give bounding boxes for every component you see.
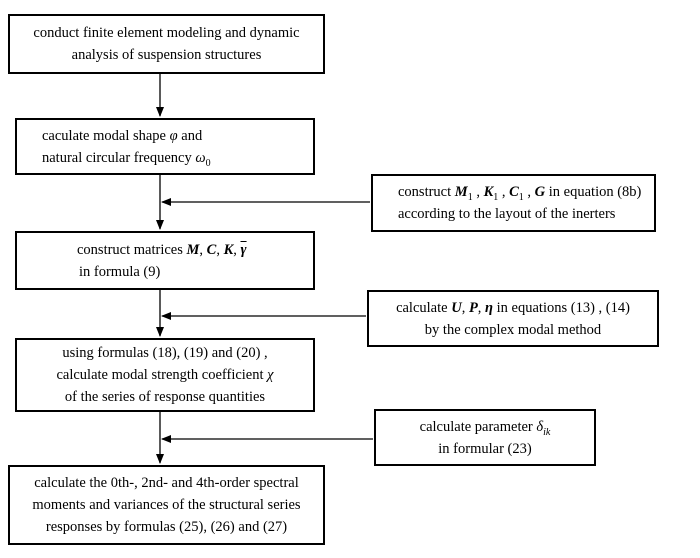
side2-pre: calculate — [396, 299, 452, 316]
U-symbol: U — [451, 299, 462, 316]
C1-subscript: 1 — [518, 191, 524, 203]
step2-line2: natural circular frequency ω0 — [42, 147, 313, 169]
side1-sep1: , — [472, 184, 484, 200]
side1-sep2: , — [498, 184, 510, 200]
C1-symbol: C — [509, 184, 519, 200]
eta-symbol: η — [485, 299, 494, 316]
side2-line2: by the complex modal method — [424, 321, 602, 338]
step3-pre: construct matrices — [77, 241, 187, 258]
side3-line1: calculate parameter δik — [376, 416, 594, 438]
side1-sep3: , — [523, 184, 535, 200]
step3-box: construct matrices M, C, K, γ in formula… — [15, 231, 315, 290]
P-symbol: P — [468, 299, 478, 316]
K1-symbol: K — [483, 184, 494, 200]
side2-sep1: , — [461, 299, 469, 316]
step3-line2: in formula (9) — [79, 263, 161, 280]
side2-box: calculate U, P, η in equations (13) , (1… — [367, 290, 659, 347]
step3-sep2: , — [216, 241, 224, 258]
side3-pre: calculate parameter — [419, 418, 537, 435]
K1-subscript: 1 — [493, 191, 499, 203]
G-symbol: G — [534, 184, 546, 200]
step2-and: and — [177, 127, 203, 144]
M1-subscript: 1 — [467, 191, 473, 203]
step1-line1: conduct finite element modeling and dyna… — [33, 25, 300, 41]
step1-line2: analysis of suspension structures — [71, 47, 262, 63]
omega-subscript: 0 — [205, 157, 211, 169]
M-symbol: M — [186, 241, 200, 258]
step2-text2: natural circular frequency — [42, 149, 192, 166]
side1-post: in equation (8b) — [545, 184, 642, 200]
chi-symbol: χ — [267, 367, 274, 383]
side2-line1: calculate U, P, η in equations (13) , (1… — [369, 297, 657, 319]
side2-post: in equations (13) , (14) — [493, 299, 630, 316]
step5-box: calculate the 0th-, 2nd- and 4th-order s… — [8, 465, 325, 545]
step4-box: using formulas (18), (19) and (20) , cal… — [15, 338, 315, 412]
side1-line1: construct M1 , K1 , C1 , G in equation (… — [398, 181, 654, 203]
step4-line2: calculate modal strength coefficient χ — [17, 364, 313, 386]
omega-symbol: ω — [195, 149, 206, 166]
step4-line3: of the series of response quantities — [64, 389, 266, 405]
step5-line2: moments and variances of the structural … — [32, 497, 301, 513]
step2-text: caculate modal shape — [42, 127, 166, 144]
step3-sep1: , — [199, 241, 207, 258]
step3-sep3: , — [233, 241, 241, 258]
delta-subscript: ik — [543, 426, 551, 438]
side1-pre: construct — [398, 184, 455, 200]
M1-symbol: M — [454, 184, 468, 200]
step2-box: caculate modal shape φ and natural circu… — [15, 118, 315, 175]
step5-line3: responses by formulas (25), (26) and (27… — [45, 519, 288, 535]
step4-text2: calculate modal strength coefficient — [56, 367, 264, 383]
step2-line1: caculate modal shape φ and — [42, 125, 313, 147]
gamma-bar-symbol: γ — [240, 241, 247, 258]
step5-line1: calculate the 0th-, 2nd- and 4th-order s… — [34, 475, 299, 491]
delta-symbol: δ — [536, 418, 544, 435]
C-symbol: C — [206, 241, 217, 258]
side3-box: calculate parameter δik in formular (23) — [374, 409, 596, 466]
step3-line1: construct matrices M, C, K, γ — [77, 239, 313, 261]
side2-sep2: , — [477, 299, 486, 316]
step4-line1: using formulas (18), (19) and (20) , — [62, 345, 268, 361]
side3-line2: in formular (23) — [438, 440, 532, 457]
K-symbol: K — [223, 241, 234, 258]
phi-symbol: φ — [169, 127, 178, 144]
side1-box: construct M1 , K1 , C1 , G in equation (… — [371, 174, 656, 232]
side1-line2: according to the layout of the inerters — [398, 206, 616, 222]
step1-box: conduct finite element modeling and dyna… — [8, 14, 325, 74]
